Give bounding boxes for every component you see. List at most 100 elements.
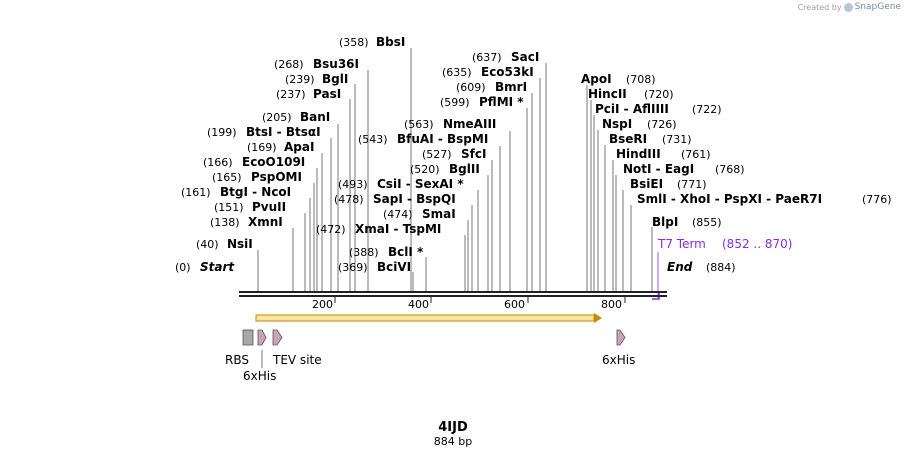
site-number: (369) [338,261,368,274]
rbs-label: RBS [225,353,249,367]
label-xmai: (472) XmaI - TspMI [316,222,441,236]
site-number: (199) [207,126,237,139]
site-number: (726) [647,118,677,131]
end-label-group: End (884) [667,260,736,274]
label-pasi: (237) PasI [276,87,341,101]
enzyme-label: BmrI [495,80,527,94]
enzyme-label: NotI - EagI [623,162,694,176]
enzyme-label: Eco53kI [481,65,534,79]
site-number: (165) [212,171,242,184]
label-bani: (205) BanI [262,110,330,124]
site-number: (731) [662,133,692,146]
label-sfci: (527) SfcI [422,147,486,161]
label-smli: SmlI - XhoI - PspXI - PaeR7I (776) [637,192,892,206]
his-tag-label-1: 6xHis [243,369,276,383]
label-pcii: PciI - AflIIII (722) [595,102,722,116]
enzyme-label: BlpI [652,215,678,229]
start-label-group: (0) Start [175,260,235,274]
label-btsi: (199) BtsI - BtsαI [207,125,321,139]
enzyme-label: PvuII [252,200,286,214]
enzyme-label: SmaI [422,207,456,221]
enzyme-label: PspOMI [251,170,302,184]
site-number: (237) [276,88,306,101]
enzyme-label: ApoI [581,72,612,86]
tev-site-label: TEV site [272,353,322,367]
enzyme-label: BtgI - NcoI [220,185,291,199]
label-pspomi: (165) PspOMI [212,170,302,184]
site-number: (771) [677,178,707,191]
t7-term-range: (852 .. 870) [722,237,792,251]
enzyme-label: ApaI [284,140,314,154]
enzyme-label: SapI - BspQI [373,192,456,206]
ruler-tick-label: 200 [312,298,333,311]
site-number: (776) [862,193,892,206]
enzyme-label: CsiI - SexAI * [377,177,464,191]
site-number: (708) [626,73,656,86]
enzyme-label: BglII [449,162,480,176]
label-nmeaiii: (563) NmeAIII [404,117,496,131]
site-number: (768) [715,163,745,176]
ruler-tick-label: 400 [408,298,429,311]
label-bmri: (609) BmrI [456,80,527,94]
label-csii: (493) CsiI - SexAI * [338,177,464,191]
enzyme-label: SmlI - XhoI - PspXI - PaeR7I [637,192,822,206]
label-hindiii: HindIII (761) [616,147,711,161]
site-number: (520) [410,163,440,176]
site-number: (761) [681,148,711,161]
rbs-feature [242,329,254,346]
enzyme-label: EcoO109I [242,155,305,169]
site-number: (635) [442,66,472,79]
label-bcivi: (369) BciVI [338,260,411,274]
site-number: (474) [383,208,413,221]
t7-term-label: T7 Term (852 .. 870) [657,237,792,251]
site-number: (205) [262,111,292,124]
site-number: (543) [358,133,388,146]
site-number: (40) [196,238,219,251]
label-btgi: (161) BtgI - NcoI [181,185,291,199]
site-number: (722) [692,103,722,116]
start-number: (0) [175,261,191,274]
label-sapi: (478) SapI - BspQI [334,192,456,206]
tev-site-feature [272,329,283,346]
site-number: (720) [644,88,674,101]
orf-arrow [255,313,602,323]
site-number: (268) [274,58,304,71]
enzyme-label: BsiEI [630,177,663,191]
site-number: (599) [440,96,470,109]
enzyme-label: PasI [313,87,341,101]
t7-term-marker [652,292,660,300]
label-nspi: NspI (726) [602,117,677,131]
label-saci: (637) SacI [472,50,539,64]
t7-term-name: T7 Term [657,237,706,251]
enzyme-label: HincII [588,87,627,101]
label-bsiei: BsiEI (771) [630,177,707,191]
construct-length: 884 bp [434,435,472,448]
enzyme-label: PflMI * [479,95,524,109]
site-number: (478) [334,193,364,206]
construct-name: 4IJD [438,420,468,435]
label-bgli: (239) BglI [285,72,348,86]
enzyme-label: BfuAI - BspMI [397,132,488,146]
enzyme-label: BglI [322,72,348,86]
credit-prefix: Created by [797,2,842,12]
label-nsii: (40) NsiI [196,237,253,251]
snapgene-logo-icon [843,2,853,12]
enzyme-label: SfcI [461,147,486,161]
end-label: End [667,260,693,274]
site-number: (161) [181,186,211,199]
site-number: (527) [422,148,452,161]
enzyme-label: BtsI - BtsαI [246,125,321,139]
label-bfuai: (543) BfuAI - BspMI [358,132,488,146]
enzyme-label: HindIII [616,147,661,161]
site-number: (855) [692,216,722,229]
site-number: (239) [285,73,315,86]
snapgene-credit: Created by SnapGene [798,2,901,12]
label-xmni: (138) XmnI [210,215,283,229]
enzyme-label: NspI [602,117,632,131]
leader-lines [257,48,653,292]
his-tag-feature-1 [257,329,267,346]
enzyme-label: BanI [300,110,330,124]
enzyme-label: SacI [511,50,539,64]
label-apoi: ApoI (708) [581,72,656,86]
